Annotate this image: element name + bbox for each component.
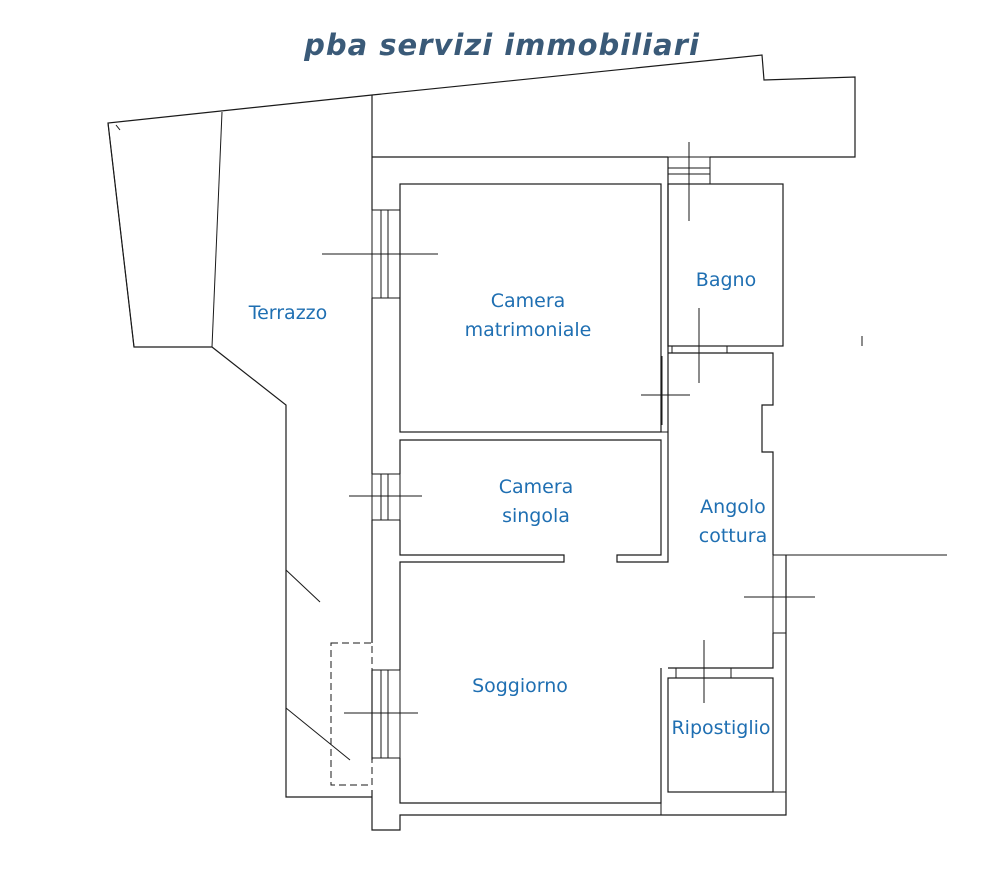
label-camera-matrimoniale-line1: Camera — [491, 290, 566, 312]
window-left-1 — [322, 209, 438, 299]
upper-balcony-outline — [371, 54, 856, 158]
window-left-2 — [349, 473, 422, 521]
room-soggiorno — [399, 668, 662, 804]
label-bagno: Bagno — [696, 269, 756, 291]
brand-logo: pba servizi immobiliari — [303, 28, 700, 62]
label-soggiorno: Soggiorno — [472, 675, 568, 697]
room-camera-singola — [399, 432, 669, 670]
label-camera-matrimoniale-line2: matrimoniale — [465, 319, 592, 341]
label-camera-singola-line2: singola — [502, 505, 570, 527]
label-camera-singola-line1: Camera — [499, 476, 574, 498]
door-marks-corridor — [641, 356, 690, 425]
window-left-3 — [344, 669, 418, 759]
room-ripostiglio — [660, 640, 786, 815]
label-ripostiglio: Ripostiglio — [671, 717, 770, 739]
room-bagno — [667, 142, 784, 383]
terrace-outline — [107, 94, 373, 798]
label-terrazzo: Terrazzo — [248, 302, 328, 324]
terrace-dashed-area — [330, 642, 373, 786]
label-angolo-cottura-line2: cottura — [699, 525, 767, 547]
building-outer-walls — [371, 95, 947, 831]
label-angolo-cottura-line1: Angolo — [700, 496, 766, 518]
